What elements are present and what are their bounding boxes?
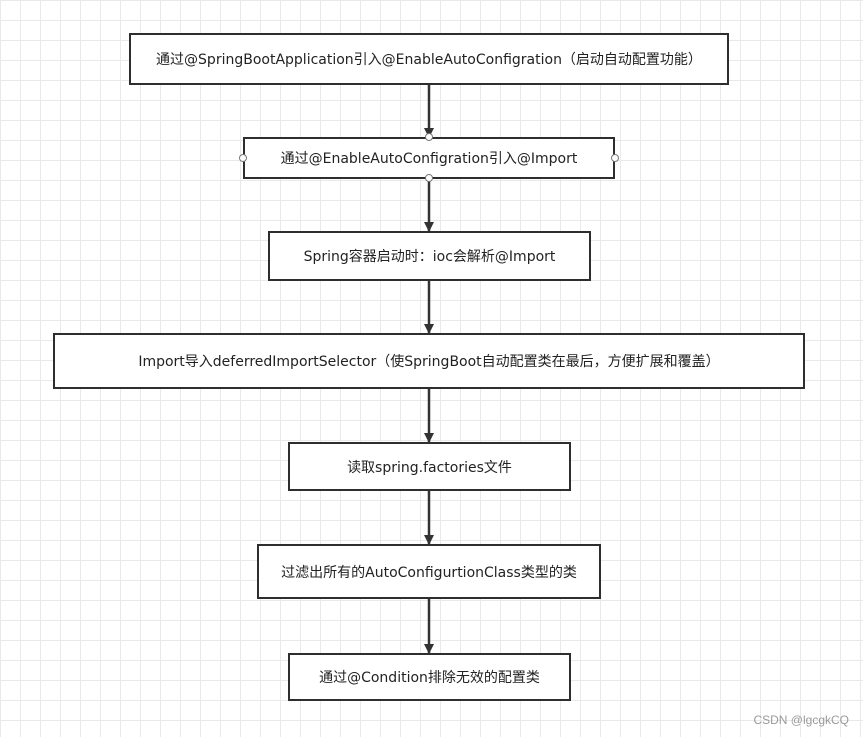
step-5-label: 读取spring.factories文件 — [347, 459, 512, 476]
step-6-label: 过滤出所有的AutoConfigurtionClass类型的类 — [281, 564, 577, 581]
step-4-label: Import导入deferredImportSelector（使SpringBo… — [138, 354, 720, 370]
step-7-box[interactable]: 通过@Condition排除无效的配置类 — [288, 653, 571, 701]
selection-handle-bottom[interactable] — [425, 174, 433, 182]
step-7-label: 通过@Condition排除无效的配置类 — [319, 670, 540, 686]
selection-handle-left[interactable] — [239, 154, 247, 162]
step-5-box[interactable]: 读取spring.factories文件 — [288, 442, 571, 491]
selection-handle-right[interactable] — [611, 154, 619, 162]
step-3-box[interactable]: Spring容器启动时：ioc会解析@Import — [268, 231, 591, 281]
step-4-box[interactable]: Import导入deferredImportSelector（使SpringBo… — [53, 333, 805, 389]
step-2-label: 通过@EnableAutoConfigration引入@Import — [280, 151, 578, 167]
selection-handle-top[interactable] — [425, 133, 433, 141]
step-1-label: 通过@SpringBootApplication引入@EnableAutoCon… — [156, 52, 702, 68]
step-6-box[interactable]: 过滤出所有的AutoConfigurtionClass类型的类 — [257, 544, 601, 599]
watermark: CSDN @lgcgkCQ — [753, 713, 849, 727]
step-2-box[interactable]: 通过@EnableAutoConfigration引入@Import — [243, 137, 615, 179]
step-1-box[interactable]: 通过@SpringBootApplication引入@EnableAutoCon… — [129, 33, 729, 85]
step-3-label: Spring容器启动时：ioc会解析@Import — [303, 249, 556, 265]
